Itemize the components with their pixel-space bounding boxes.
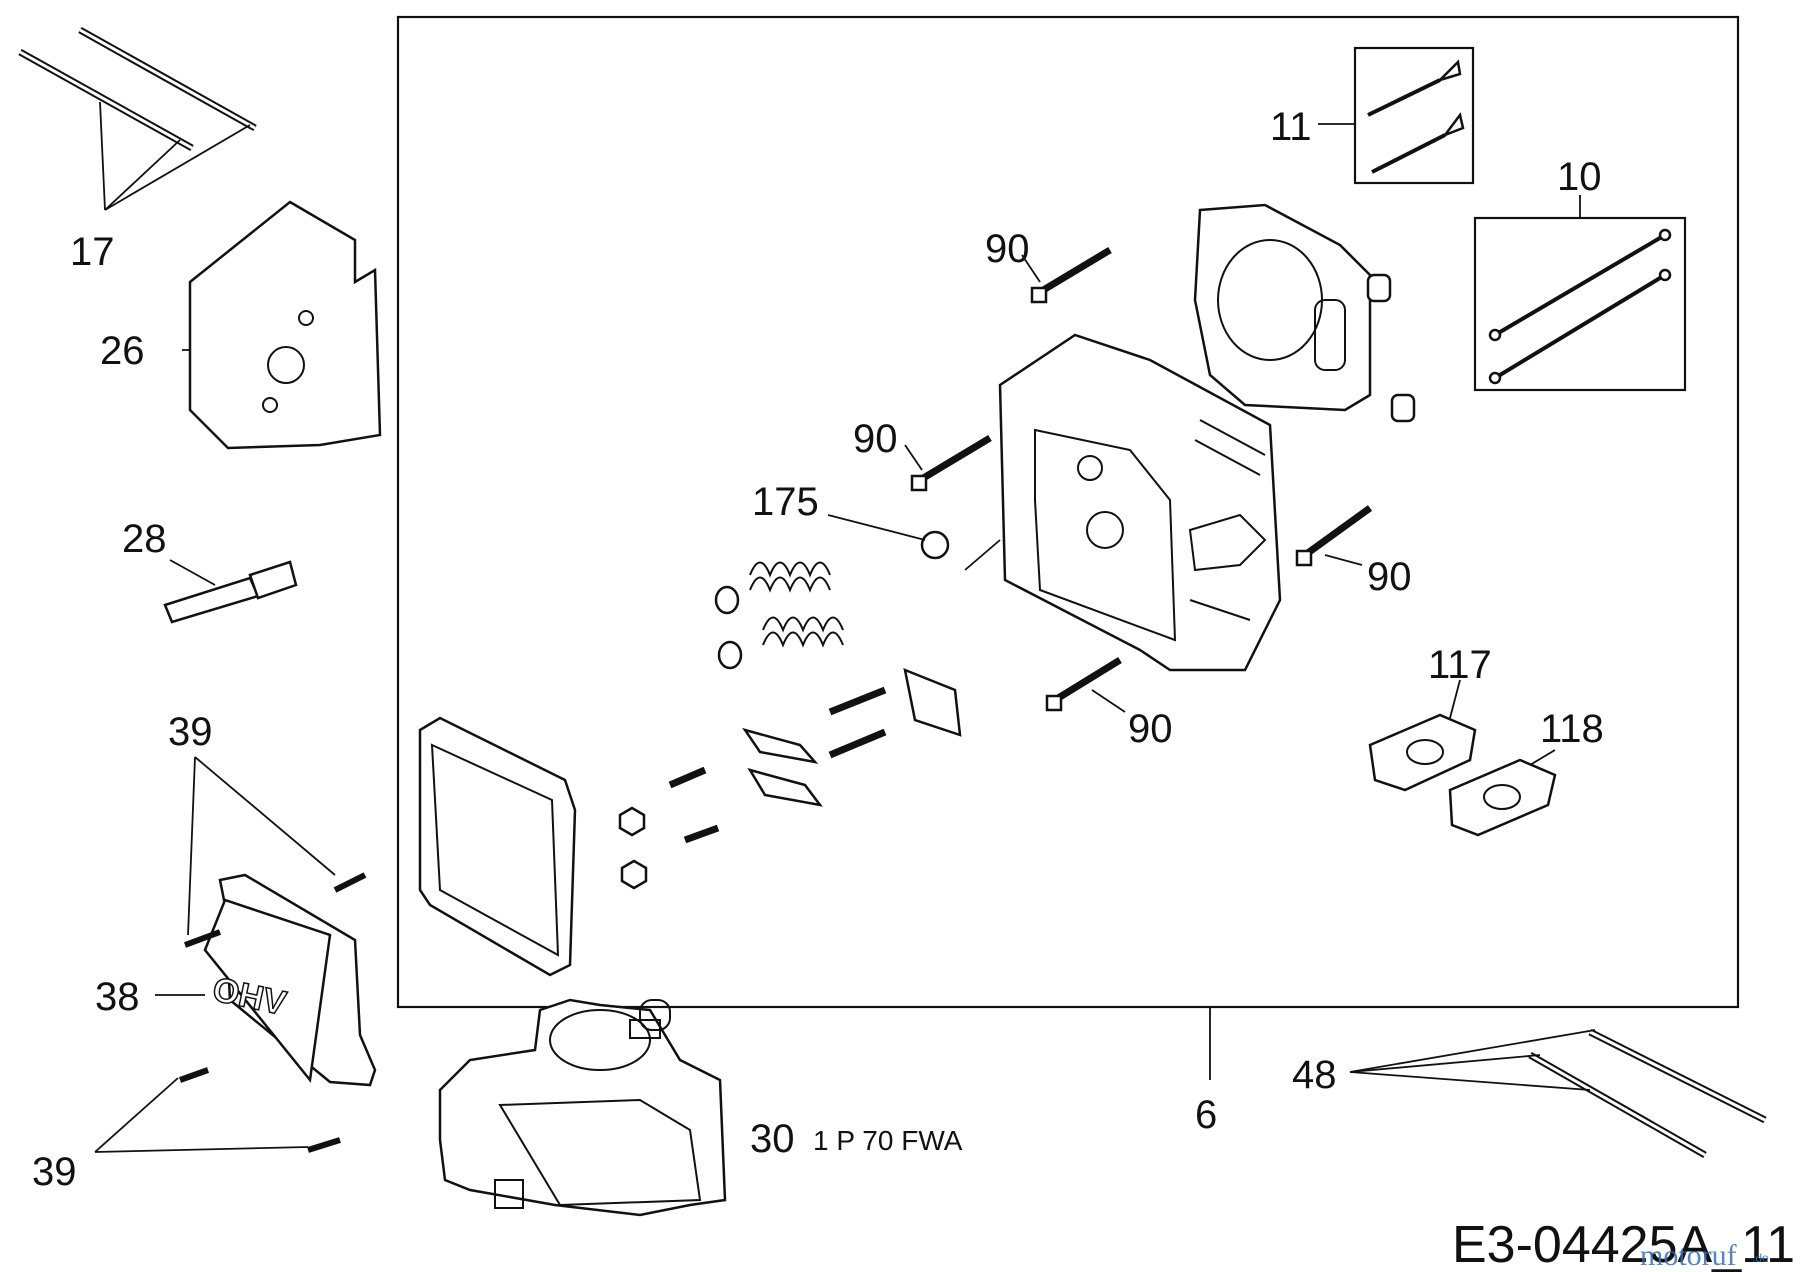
label-48: 48 — [1292, 1053, 1337, 1097]
label-90-top: 90 — [985, 227, 1030, 271]
push-rods-17 — [18, 26, 257, 211]
rods-48 — [1349, 1028, 1767, 1159]
valve-cover-gasket — [418, 716, 577, 977]
label-118: 118 — [1540, 707, 1604, 751]
label-26: 26 — [100, 329, 145, 373]
diagram-code: E3-04425A_11 — [1452, 1216, 1795, 1272]
head-gasket — [1193, 203, 1372, 412]
label-28: 28 — [122, 517, 167, 561]
label-117: 117 — [1428, 643, 1492, 687]
cylinder-head — [964, 333, 1282, 672]
dowel-pins — [1366, 273, 1416, 423]
label-39-top: 39 — [168, 710, 213, 754]
push-rods-10 — [1473, 195, 1687, 392]
label-39-bottom: 39 — [32, 1150, 77, 1194]
label-90-bottom: 90 — [1128, 707, 1173, 751]
cover-bolts-39 — [94, 756, 367, 1153]
label-17: 17 — [70, 230, 115, 274]
label-30: 30 — [750, 1117, 795, 1161]
watermark-logo: motoruf — [1640, 1239, 1737, 1272]
valve-stem-seal-175 — [827, 514, 950, 560]
engine-30 — [438, 998, 727, 1217]
spark-plug-28 — [163, 559, 298, 624]
label-30-description: 1 P 70 FWA — [813, 1125, 963, 1156]
rocker-arms-and-studs — [618, 667, 962, 890]
label-175: 175 — [752, 480, 819, 524]
label-6: 6 — [1195, 1093, 1217, 1137]
valve-cover-38: OHV — [155, 873, 377, 1087]
cylinder-head-group-frame — [396, 15, 1740, 1009]
watermark-tld: .de — [1752, 1251, 1769, 1265]
label-11: 11 — [1270, 105, 1312, 149]
heat-shield-26 — [182, 200, 382, 450]
insulator-gasket-118 — [1448, 749, 1557, 837]
valves-11 — [1318, 46, 1475, 185]
label-10: 10 — [1557, 155, 1602, 199]
head-bolts-90 — [904, 246, 1373, 713]
label-90-right: 90 — [1367, 555, 1412, 599]
intake-gasket-117 — [1368, 679, 1477, 792]
valve-springs — [714, 561, 844, 670]
label-90-left: 90 — [853, 417, 898, 461]
label-38: 38 — [95, 975, 140, 1019]
